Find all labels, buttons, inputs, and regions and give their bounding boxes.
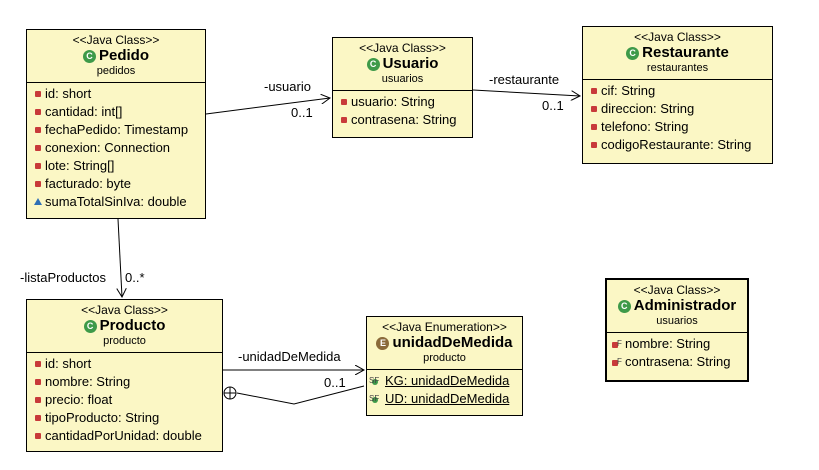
class-icon: C [366,58,380,71]
class-name: Pedido [98,47,149,64]
class-name: Restaurante [642,44,729,61]
attribute-row[interactable]: cif: String [583,82,772,100]
final-field-icon [612,353,622,371]
stereotype: <<Java Class>> [634,30,721,44]
attribute-row[interactable]: id: short [27,85,205,103]
attribute-row[interactable]: telefono: String [583,118,772,136]
private-field-icon [591,106,597,112]
private-field-icon [591,88,597,94]
package-name: pedidos [96,65,136,77]
private-field-icon [35,91,41,97]
mult-label-usuario: 0..1 [291,105,313,120]
private-field-icon [35,145,41,151]
class-icon: C [82,50,96,63]
attribute-row[interactable]: lote: String[] [27,157,205,175]
package-field-icon [34,198,42,205]
private-field-icon [35,181,41,187]
stereotype: <<Java Class>> [633,283,721,297]
private-field-icon [341,99,347,105]
literal-row[interactable]: UD: unidadDeMedida [367,390,522,408]
attribute-row[interactable]: conexion: Connection [27,139,205,157]
attributes-section: id: short nombre: String precio: float t… [27,352,222,448]
attribute-row[interactable]: facturado: byte [27,175,205,193]
static-final-icon [369,372,381,390]
attribute-row[interactable]: precio: float [27,391,222,409]
enum-name: unidadDeMedida [392,334,513,351]
attribute-row[interactable]: fechaPedido: Timestamp [27,121,205,139]
literal-row[interactable]: KG: unidadDeMedida [367,372,522,390]
mult-label-listaproductos: 0..* [125,270,145,285]
private-field-icon [35,433,41,439]
private-field-icon [35,109,41,115]
class-icon: C [83,320,97,333]
private-field-icon [35,397,41,403]
package-name: restaurantes [646,62,709,74]
attribute-row[interactable]: contrasena: String [333,111,472,129]
role-label-listaproductos: -listaProductos [20,270,106,285]
stereotype: <<Java Class>> [81,303,168,317]
private-field-icon [35,163,41,169]
attribute-row[interactable]: id: short [27,355,222,373]
package-name: producto [423,352,466,364]
attribute-row[interactable]: nombre: String [27,373,222,391]
enum-icon: E [376,337,390,350]
class-name: Producto [99,317,166,334]
role-label-unidaddemedida: -unidadDeMedida [238,349,341,364]
class-name: Administrador [633,297,737,314]
attribute-row[interactable]: tipoProducto: String [27,409,222,427]
private-field-icon [591,142,597,148]
stereotype: <<Java Enumeration>> [382,320,507,334]
attribute-row[interactable]: codigoRestaurante: String [583,136,772,154]
assoc-usuario-restaurante [472,89,580,96]
role-label-usuario: -usuario [264,79,311,94]
attribute-row[interactable]: cantidadPorUnidad: double [27,427,222,445]
package-name: usuarios [381,73,424,85]
attribute-row[interactable]: contrasena: String [607,353,747,371]
private-field-icon [35,379,41,385]
attribute-row[interactable]: usuario: String [333,93,472,111]
stereotype: <<Java Class>> [72,33,160,47]
assoc-pedido-usuario [205,98,330,115]
role-label-restaurante: -restaurante [489,72,560,87]
mult-label-restaurante: 0..1 [542,98,564,113]
nesting-circle-icon [223,386,237,400]
final-field-icon [612,335,622,353]
attributes-section: id: short cantidad: int[] fechaPedido: T… [27,82,205,214]
attributes-section: nombre: String contrasena: String [607,332,747,374]
mult-label-unidaddemedida: 0..1 [324,375,346,390]
attribute-row[interactable]: sumaTotalSinIva: double [27,193,205,211]
class-icon: C [617,300,631,313]
assoc-pedido-producto [118,218,122,297]
class-name: Usuario [382,55,439,72]
private-field-icon [35,361,41,367]
private-field-icon [35,415,41,421]
class-icon: C [626,47,640,60]
stereotype: <<Java Class>> [359,41,446,55]
attributes-section: usuario: String contrasena: String [333,90,472,132]
attribute-row[interactable]: nombre: String [607,335,747,353]
private-field-icon [35,127,41,133]
nesting-connector [236,385,365,405]
package-name: usuarios [656,315,698,327]
attribute-row[interactable]: direccion: String [583,100,772,118]
static-final-icon [369,390,381,408]
attributes-section: cif: String direccion: String telefono: … [583,79,772,157]
literals-section: KG: unidadDeMedida UD: unidadDeMedida [367,369,522,411]
private-field-icon [591,124,597,130]
attribute-row[interactable]: cantidad: int[] [27,103,205,121]
package-name: producto [103,335,146,347]
private-field-icon [341,117,347,123]
